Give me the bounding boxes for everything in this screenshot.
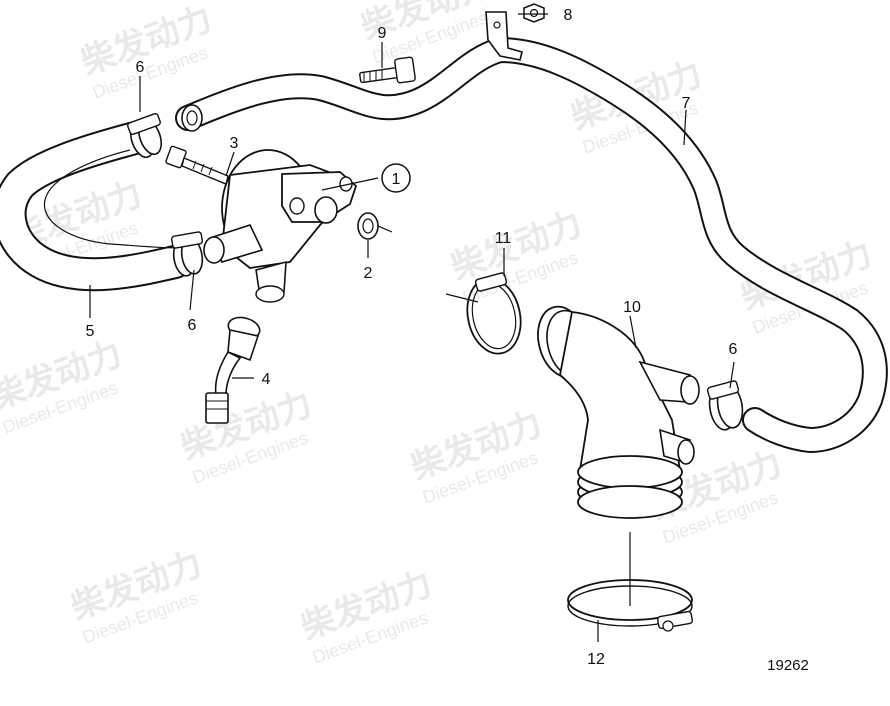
hose-clamp-6-right — [706, 380, 744, 431]
callout-5: 5 — [86, 323, 95, 340]
callout-6-right: 6 — [729, 341, 738, 358]
callout-12: 12 — [587, 651, 605, 668]
hose-fitting-4 — [205, 316, 261, 424]
bolt-3 — [165, 145, 229, 185]
callout-9: 9 — [378, 25, 387, 42]
callout-7: 7 — [682, 95, 691, 112]
callout-10: 10 — [623, 299, 641, 316]
nut-8 — [523, 3, 545, 23]
callout-11: 11 — [495, 230, 512, 247]
washer-2 — [357, 212, 379, 240]
callout-6-bottom: 6 — [188, 317, 197, 334]
hose-clamp-6-bottom — [170, 231, 204, 277]
callout-circle-1 — [381, 163, 411, 193]
hose-clamp-6-top — [127, 113, 163, 159]
stud-9 — [359, 56, 416, 84]
callout-1: 1 — [392, 171, 401, 188]
housing-1 — [203, 149, 358, 303]
callout-3: 3 — [230, 135, 239, 152]
callout-6-top: 6 — [136, 59, 145, 76]
callouts: 1 2 3 4 5 6 6 6 7 8 9 10 11 12 — [86, 7, 738, 668]
hose-clamp-12 — [567, 579, 694, 632]
diagram-reference-number: 19262 — [767, 657, 809, 674]
hose-7 — [175, 37, 888, 453]
callout-4: 4 — [262, 371, 271, 388]
bracket — [485, 11, 523, 61]
pipe-10 — [537, 305, 700, 519]
hose-5 — [0, 121, 192, 292]
callout-2: 2 — [364, 265, 373, 282]
leader-lines — [89, 13, 735, 642]
callout-8: 8 — [564, 7, 573, 24]
hose-clamp-11 — [466, 272, 522, 355]
